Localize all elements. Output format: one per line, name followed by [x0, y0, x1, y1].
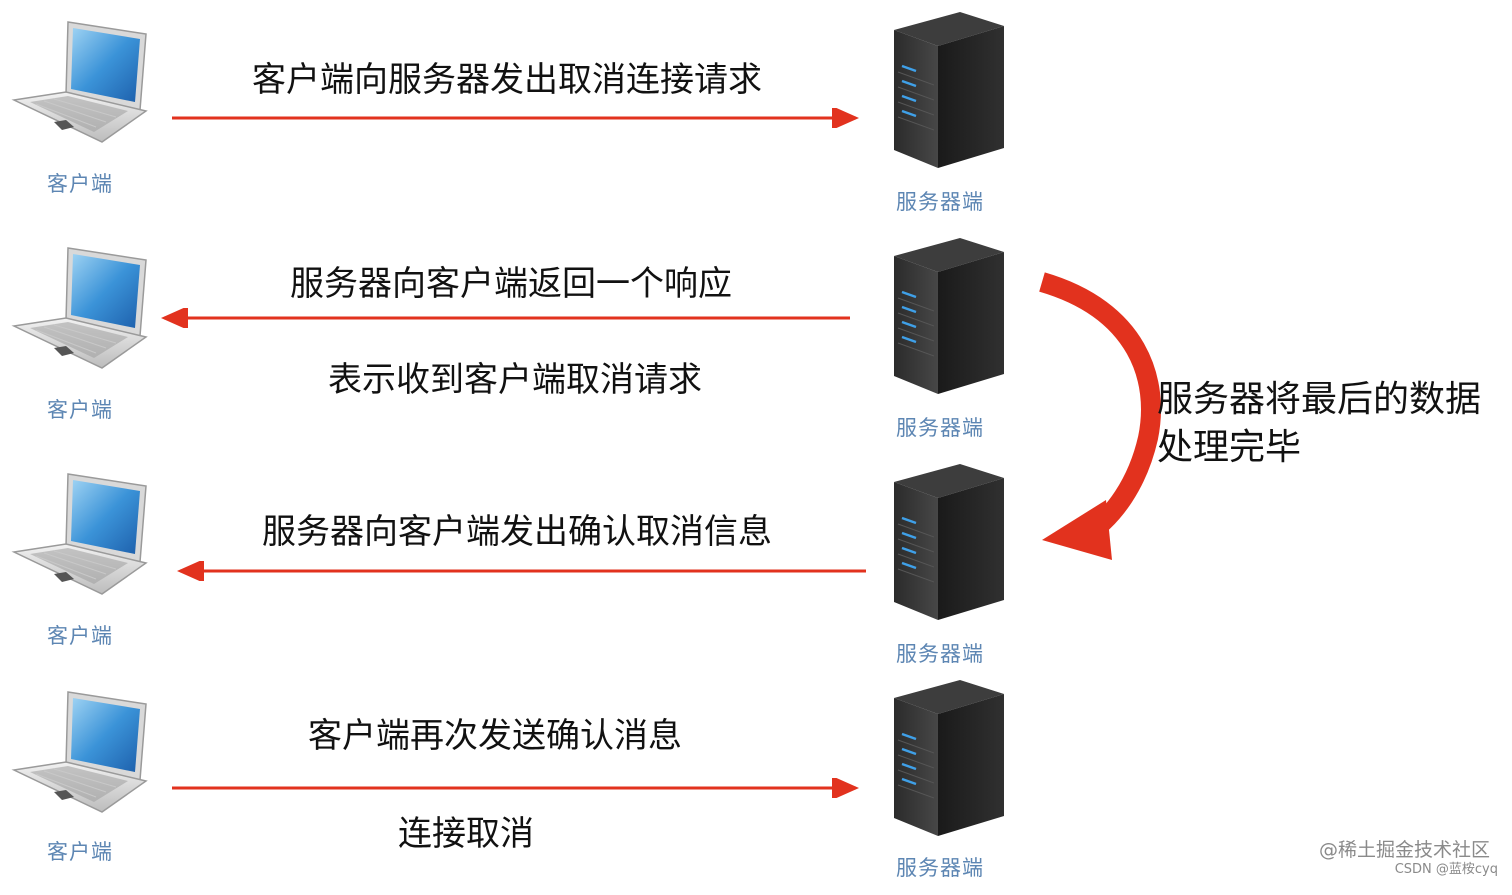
arrow-right	[172, 108, 859, 128]
sub-message-text: 表示收到客户端取消请求	[328, 360, 702, 400]
client-label: 客户端	[47, 398, 113, 422]
arrow-left	[161, 308, 850, 328]
watermark-juejin: @稀土掘金技术社区	[1318, 839, 1490, 861]
message-text: 客户端再次发送确认消息	[308, 716, 682, 756]
message-text: 服务器向客户端返回一个响应	[290, 264, 732, 304]
server-tower-icon	[890, 234, 1008, 394]
laptop-icon	[10, 240, 152, 370]
side-note-line-1: 服务器将最后的数据	[1157, 379, 1482, 420]
step-1: 客户端 客户端向服务器发出取消连接请求 服务器端	[0, 0, 1512, 225]
server-label: 服务器端	[896, 416, 984, 440]
arrow-right	[172, 778, 859, 798]
curved-arrow-icon	[1039, 272, 1161, 560]
client-label: 客户端	[47, 172, 113, 196]
watermark-csdn: CSDN @蓝桉cyq	[1394, 862, 1498, 877]
server-label: 服务器端	[896, 856, 984, 880]
laptop-icon	[10, 684, 152, 814]
server-label: 服务器端	[896, 190, 984, 214]
client-label: 客户端	[47, 624, 113, 648]
server-label: 服务器端	[896, 642, 984, 666]
step-2: 客户端 服务器向客户端返回一个响应 表示收到客户端取消请求 服务器端	[0, 226, 1512, 451]
client-label: 客户端	[47, 840, 113, 864]
side-note-line-2: 处理完毕	[1157, 427, 1302, 468]
side-note: 服务器将最后的数据 处理完毕	[1157, 376, 1507, 472]
server-tower-icon	[890, 8, 1008, 168]
step-4: 客户端 客户端再次发送确认消息 连接取消 服务器端	[0, 670, 1512, 895]
server-tower-icon	[890, 460, 1008, 620]
laptop-icon	[10, 14, 152, 144]
sub-message-text: 连接取消	[398, 814, 534, 854]
laptop-icon	[10, 466, 152, 596]
message-text: 服务器向客户端发出确认取消信息	[262, 512, 772, 552]
message-text: 客户端向服务器发出取消连接请求	[252, 60, 762, 100]
step-3: 客户端 服务器向客户端发出确认取消信息 服务器端	[0, 452, 1512, 677]
arrow-left	[177, 561, 866, 581]
server-tower-icon	[890, 676, 1008, 836]
